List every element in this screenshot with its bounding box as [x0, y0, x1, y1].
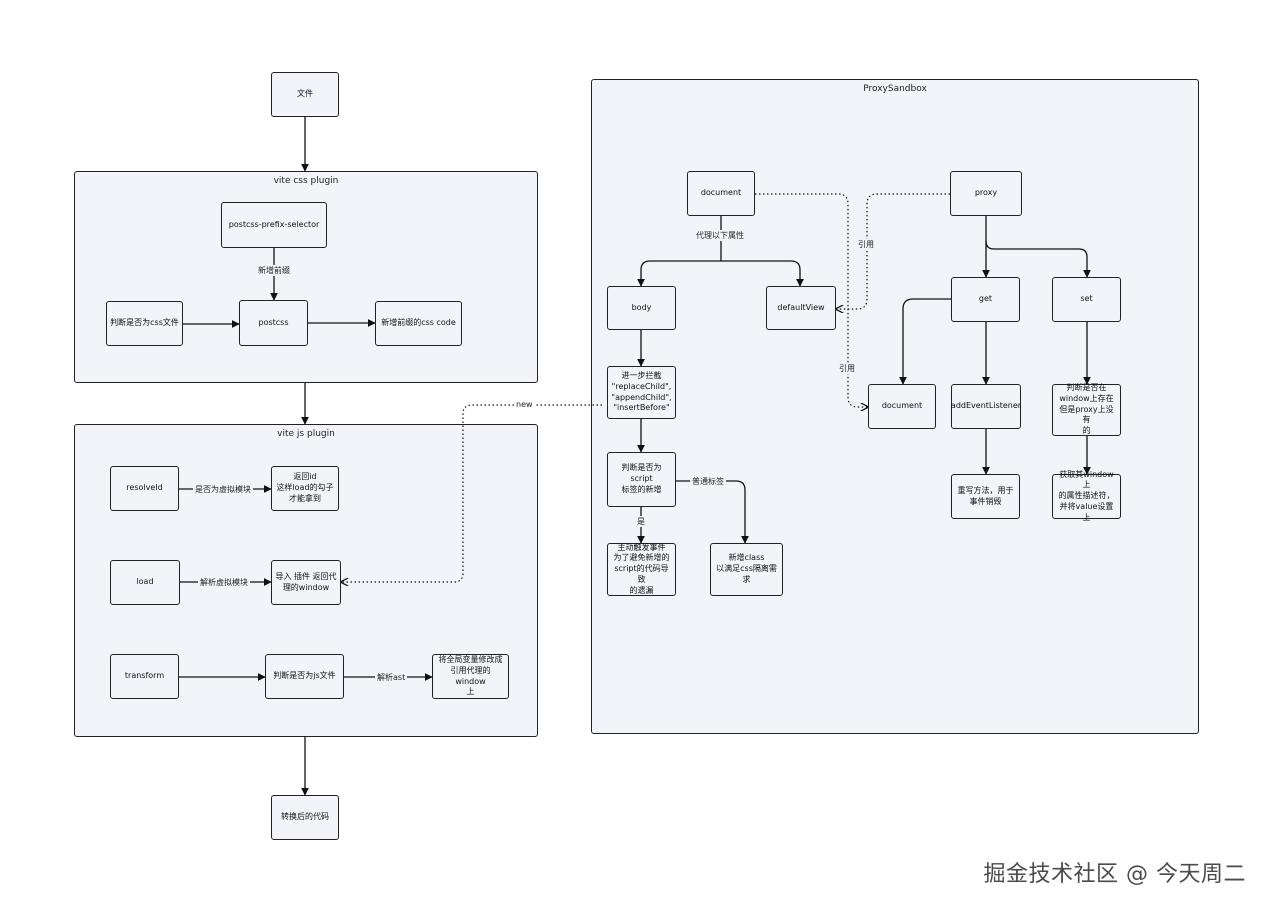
edge-to-defaultview	[721, 260, 804, 287]
set-node[interactable]: set	[1052, 277, 1121, 322]
get-node[interactable]: get	[951, 277, 1020, 322]
get-descriptor-node[interactable]: 获取其window上 的属性描述符， 并将value设置上	[1052, 470, 1121, 522]
postcss-prefix-selector-node[interactable]: postcss-prefix-selector	[221, 202, 327, 248]
addeventlistener-node[interactable]: addEventListener	[951, 384, 1021, 429]
resolveid-node[interactable]: resolveId	[110, 466, 179, 511]
proxy-node[interactable]: proxy	[950, 171, 1022, 216]
edge-to-body	[637, 260, 721, 287]
output-code-node[interactable]: 转换后的代码	[271, 795, 339, 840]
document-node[interactable]: document	[687, 171, 755, 216]
is-js-file-node[interactable]: 判断是否为js文件	[265, 654, 344, 699]
prefixed-css-code-node[interactable]: 新增前缀的css code	[375, 301, 462, 346]
edge-label-new: new	[514, 400, 535, 409]
edge-proxy-to-set	[985, 240, 1091, 278]
edge-proxy-ref-dotted	[836, 193, 950, 309]
edge-label-is-virtual: 是否为虚拟模块	[193, 484, 253, 495]
intercept-node[interactable]: 进一步拦截 "replaceChild", "appendChild", "in…	[607, 366, 676, 419]
import-plugin-node[interactable]: 导入 插件 返回代 理的window	[271, 560, 341, 605]
is-script-tag-node[interactable]: 判断是否为script 标签的新增	[607, 452, 676, 507]
edge-get-to-document	[899, 298, 951, 385]
document-target-node[interactable]: document	[868, 384, 936, 429]
is-css-file-node[interactable]: 判断是否为css文件	[106, 301, 183, 346]
defaultview-node[interactable]: defaultView	[766, 286, 836, 330]
edge-new-dotted	[341, 404, 602, 582]
vite-css-plugin-title: vite css plugin	[273, 176, 339, 186]
load-node[interactable]: load	[110, 560, 180, 605]
edge-label-proxy-props: 代理以下属性	[694, 230, 746, 241]
edge-label-parse-ast: 解析ast	[375, 672, 408, 683]
add-class-node[interactable]: 新增class 以满足css隔离需求	[710, 543, 783, 596]
edge-label-ref-proxy: 引用	[856, 239, 876, 250]
check-window-node[interactable]: 判断是否在 window上存在 但是proxy上没有 的	[1052, 383, 1121, 436]
body-node[interactable]: body	[607, 286, 676, 330]
transform-node[interactable]: transform	[110, 654, 179, 699]
edge-label-yes: 是	[635, 516, 647, 527]
edge-label-parse-virtual: 解析虚拟模块	[198, 577, 250, 588]
vite-js-plugin-title: vite js plugin	[277, 429, 335, 439]
proxy-sandbox-title: ProxySandbox	[863, 84, 927, 94]
replace-window-node[interactable]: 将全局变量修改成 引用代理的window 上	[432, 654, 509, 699]
rewrite-method-node[interactable]: 重写方法，用于 事件销毁	[951, 474, 1020, 519]
edge-script-to-addclass	[675, 480, 749, 544]
edge-document-ref-dotted	[755, 193, 868, 407]
edge-label-add-prefix: 新增前缀	[256, 265, 292, 276]
edge-label-ref-document: 引用	[837, 363, 857, 374]
watermark: 掘金技术社区 @ 今天周二	[983, 862, 1246, 887]
edge-label-normal-tag: 普通标签	[690, 476, 726, 487]
return-id-node[interactable]: 返回id 这样load的勾子 才能拿到	[271, 466, 339, 511]
postcss-node[interactable]: postcss	[239, 300, 308, 346]
trigger-event-node[interactable]: 主动触发事件 为了避免新增的 script的代码导致 的遗漏	[607, 543, 676, 596]
file-node[interactable]: 文件	[271, 72, 339, 117]
